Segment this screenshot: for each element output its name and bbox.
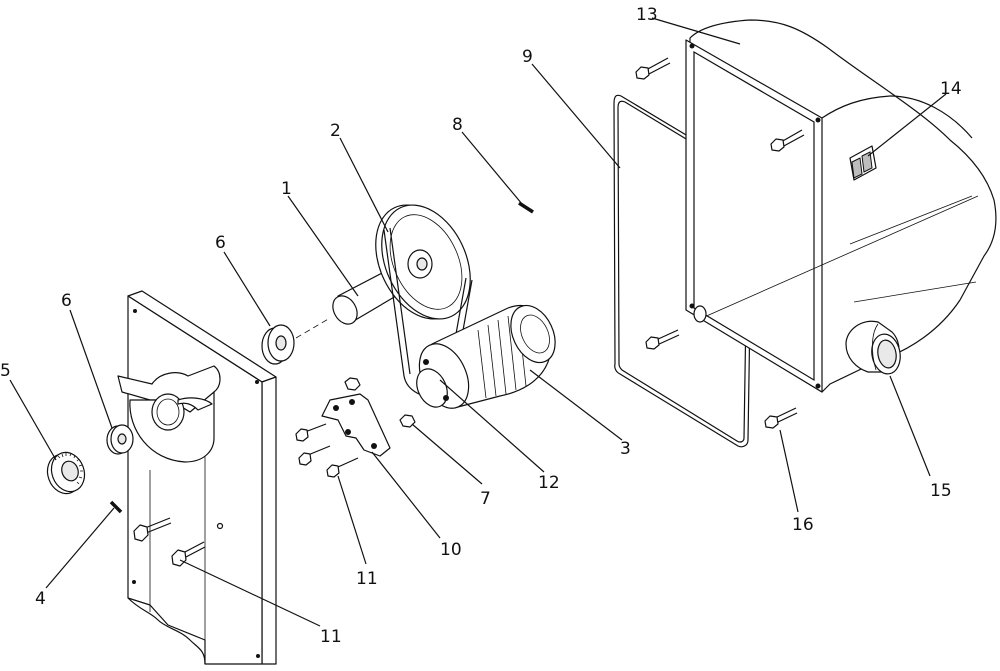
callout-14: 14 [940,79,962,99]
pin-8 [518,201,534,214]
housing-screw-lower-left [645,329,680,350]
nut-lower [399,414,416,428]
callout-7: 7 [480,489,491,509]
callout-2: 2 [330,121,341,141]
base-bolt-upper [133,517,172,542]
callout-10: 10 [440,540,462,560]
callout-11-middle: 11 [356,569,378,589]
motor-bracket [321,393,391,457]
callout-5: 5 [0,361,11,381]
bracket-bolt-2 [298,445,331,466]
base-bolt-lower [171,541,206,567]
bracket-bolt-1 [295,423,327,442]
motor [416,304,556,409]
callout-6-upper: 6 [215,233,226,253]
switch [849,145,877,181]
knob [46,451,86,495]
selector-knob [845,320,901,375]
callout-8: 8 [452,115,463,135]
housing [685,19,997,393]
pulley [375,204,471,320]
callout-13: 13 [636,5,658,25]
callout-1: 1 [281,179,292,199]
bracket-bolt-3 [326,457,359,478]
nut-upper [344,377,361,391]
callout-9: 9 [522,47,533,67]
housing-screw-upper-right [770,129,805,152]
washer-left [106,424,134,455]
washer-upper [261,317,331,365]
base-plate [127,290,277,665]
callout-4: 4 [35,589,46,609]
housing-screw-bottom [764,407,798,429]
cam-bracket [117,365,221,463]
callout-3: 3 [620,439,631,459]
callout-11-lower: 11 [320,627,342,647]
callout-15: 15 [930,481,952,501]
pin-4 [109,500,123,514]
callout-labels: 1 2 3 4 5 6 6 7 8 9 10 11 11 12 13 14 15… [0,5,962,647]
housing-screw-top [635,57,671,80]
callout-16: 16 [792,515,814,535]
callout-12: 12 [538,473,560,493]
leader-lines [9,17,947,627]
callout-6-left: 6 [61,291,72,311]
